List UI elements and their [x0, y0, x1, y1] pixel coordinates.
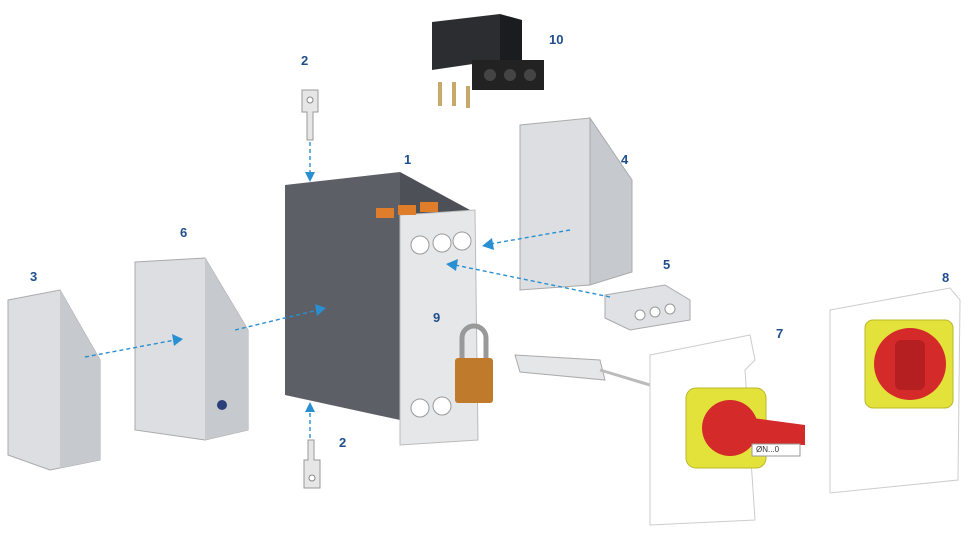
assembly-arrows: [84, 142, 611, 438]
label-padlock: 9: [433, 310, 441, 325]
front-contact-block: [604, 284, 691, 331]
label-main-breaker: 1: [404, 152, 412, 167]
mounting-clip-top: [301, 89, 319, 141]
label-front-contact: 5: [663, 257, 671, 272]
label-clip-bottom: 2: [339, 435, 347, 450]
side-contact-module: [7, 289, 101, 471]
terminal-block: [432, 14, 544, 108]
label-side-module: 6: [180, 225, 188, 240]
label-clip-top: 2: [301, 53, 309, 68]
side-module: [134, 257, 249, 441]
label-door-handle-yellow: 7: [776, 326, 784, 341]
door-handle-yellow-assembly: [649, 334, 805, 526]
label-side-contact: 3: [30, 269, 38, 284]
mounting-clip-bottom: [303, 439, 321, 489]
label-front-auxiliary: 4: [621, 152, 629, 167]
handle-marking: ØN...0: [756, 445, 780, 454]
label-terminal-block: 10: [549, 32, 564, 47]
motor-protection-breaker: [285, 172, 479, 446]
padlock: [455, 323, 493, 403]
door-handle-red-assembly: [829, 287, 961, 494]
front-auxiliary-module: [519, 116, 633, 291]
label-door-handle-red: 8: [942, 270, 950, 285]
